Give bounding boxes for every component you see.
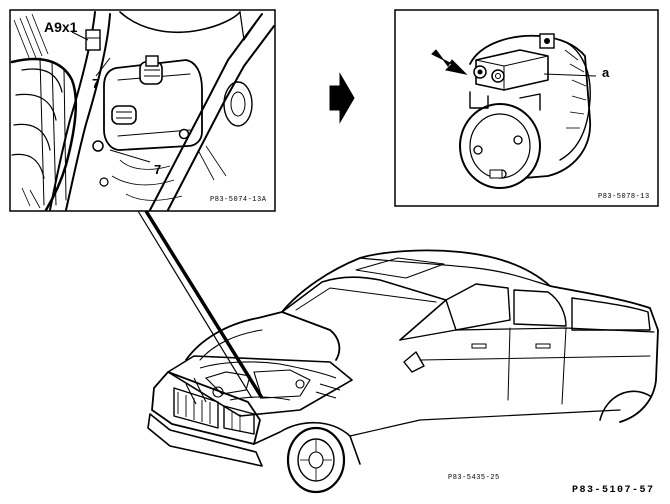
right-detail-panel [394,9,659,207]
right-figure-code: P83-5078-13 [598,193,650,201]
vehicle-figure-code: P83-5435-25 [448,474,500,482]
connector-leader [137,210,264,399]
pointer-arrow-icon [431,49,468,75]
connector-callout-label: A9x1 [44,19,78,35]
bolt-callout-lower: 7 [154,162,162,177]
right-arrow-icon [329,72,355,124]
part-a-callout: a [602,65,610,80]
bolt-callout-upper: 7 [92,76,100,91]
left-figure-code: P83-5074-13A [210,196,267,204]
figure-number: P83-5107-57 [572,485,655,496]
vehicle-illustration [147,249,659,494]
left-detail-panel [9,9,276,212]
